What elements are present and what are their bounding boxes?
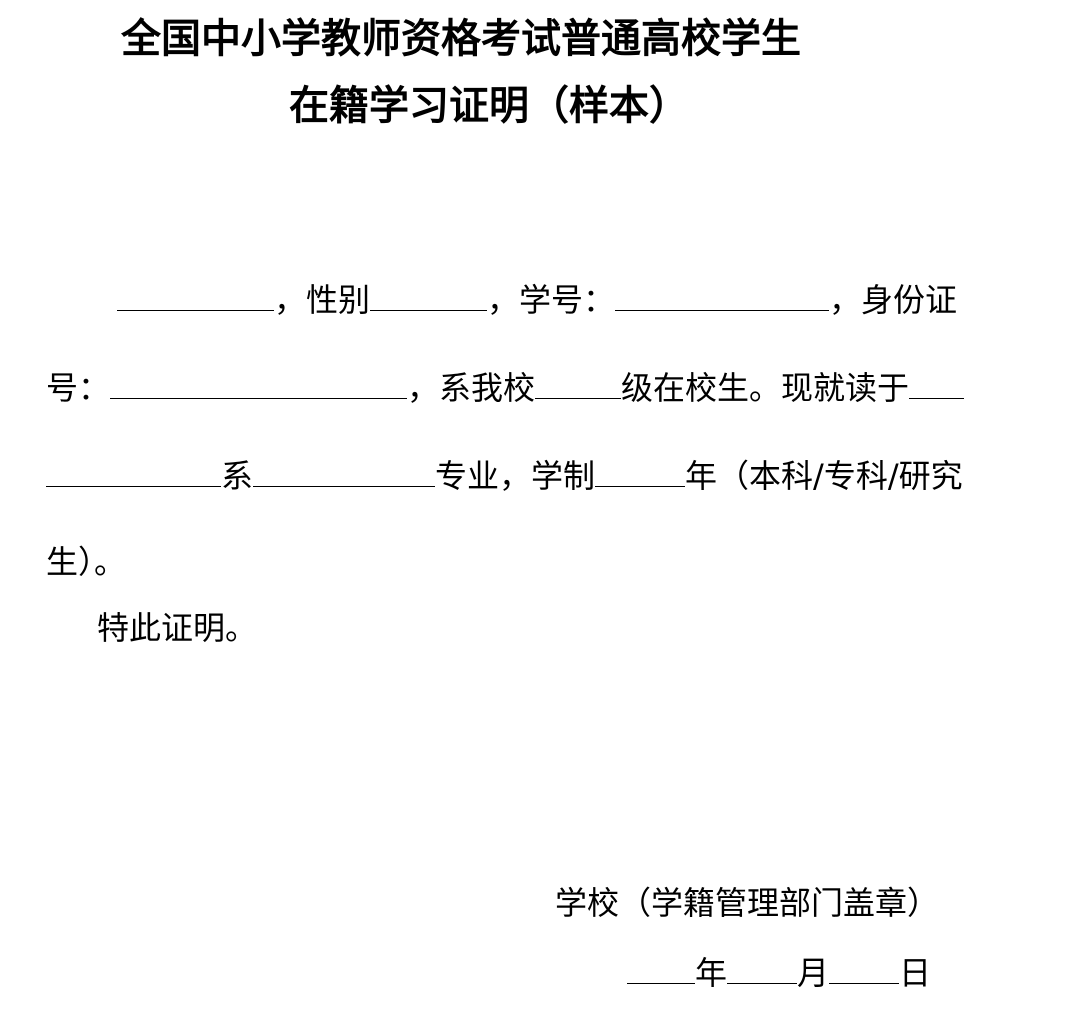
month-blank[interactable]	[727, 955, 798, 984]
gender-blank[interactable]	[370, 282, 488, 311]
stamp-line: 学校（学籍管理部门盖章）	[555, 887, 939, 919]
major-label: 专业，学制	[435, 457, 596, 495]
department-blank-start[interactable]	[909, 370, 965, 399]
day-label: 日	[899, 954, 932, 992]
degree-end-label: 生）。	[46, 543, 127, 581]
date-line: 年 月 日	[627, 955, 931, 989]
gender-label: ，性别	[274, 281, 371, 319]
major-blank[interactable]	[253, 458, 436, 487]
document-title-line-2: 在籍学习证明（样本）	[289, 83, 689, 129]
paragraph-line-2: 号： ，系我校 级在校生。现就读于	[46, 369, 965, 407]
duration-label: 年（本科/专科/研究	[685, 457, 963, 495]
grade-blank[interactable]	[535, 370, 622, 399]
document-title-line-1: 全国中小学教师资格考试普通高校学生	[121, 16, 801, 62]
paragraph-line-1: ，性别 ，学号： ，身份证	[117, 282, 957, 316]
year-blank[interactable]	[627, 955, 695, 984]
duration-blank[interactable]	[595, 458, 686, 487]
grade-label: 级在校生。现就读于	[621, 369, 910, 407]
student-no-blank[interactable]	[615, 282, 830, 311]
paragraph-line-4: 生）。	[46, 546, 126, 578]
certification-statement: 特此证明。	[97, 612, 257, 644]
school-label: ，系我校	[407, 369, 536, 407]
department-label: 系	[221, 457, 254, 495]
name-blank[interactable]	[117, 282, 274, 311]
stamp-label: 学校（学籍管理部门盖章）	[555, 884, 940, 922]
student-no-label: ，学号：	[487, 281, 616, 319]
year-label: 年	[695, 954, 728, 992]
id-number-blank[interactable]	[110, 370, 408, 399]
day-blank[interactable]	[829, 955, 900, 984]
certify-text: 特此证明。	[97, 609, 258, 647]
id-label: ，身份证	[829, 281, 958, 319]
month-label: 月	[797, 954, 830, 992]
paragraph-line-3: 系 专业，学制 年（本科/专科/研究	[46, 458, 963, 492]
id-label-cont: 号：	[46, 369, 111, 407]
department-blank[interactable]	[46, 458, 221, 487]
